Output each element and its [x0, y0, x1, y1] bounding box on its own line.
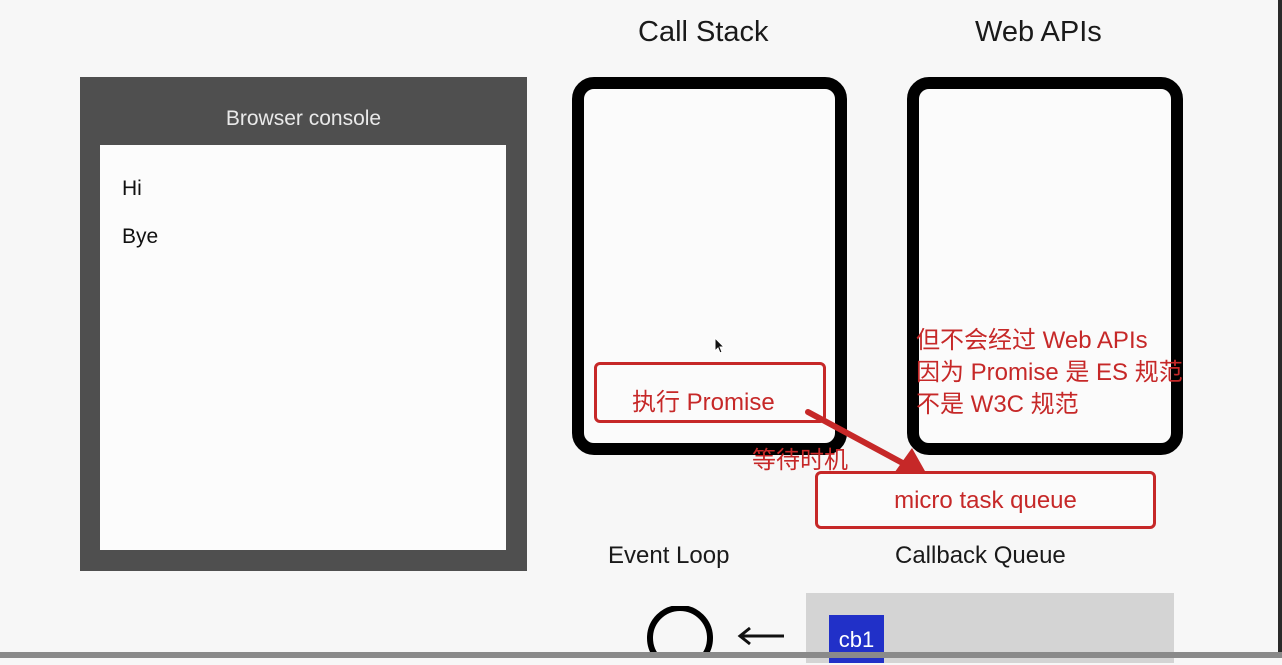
wait-label: 等待时机	[752, 447, 848, 474]
window-frame-edge	[1278, 0, 1282, 658]
execute-promise-box: 执行 Promise	[594, 362, 826, 423]
browser-console-title: Browser console	[225, 107, 382, 130]
annotation-note: 但不会经过 Web APIs 因为 Promise 是 ES 规范 不是 W3C…	[916, 325, 1183, 421]
call-stack-title: Call Stack	[638, 16, 769, 48]
event-loop-cycle-icon	[647, 606, 713, 658]
web-apis-panel	[907, 77, 1183, 455]
web-apis-title: Web APIs	[975, 16, 1102, 48]
micro-task-queue-box: micro task queue	[815, 471, 1156, 529]
mouse-cursor-icon	[714, 337, 726, 354]
annotation-note-line: 但不会经过 Web APIs	[916, 327, 1148, 354]
annotation-note-line: 不是 W3C 规范	[916, 391, 1079, 418]
left-arrow-icon	[737, 626, 784, 646]
event-loop-label: Event Loop	[608, 542, 730, 569]
browser-console-output: Hi Bye	[100, 145, 506, 550]
execute-promise-label: 执行 Promise	[632, 389, 775, 416]
micro-task-queue-label: micro task queue	[894, 487, 1077, 514]
console-line: Hi	[122, 177, 142, 200]
annotation-note-line: 因为 Promise 是 ES 规范	[916, 359, 1183, 386]
callback-queue-label: Callback Queue	[895, 542, 1066, 569]
console-line: Bye	[122, 225, 159, 248]
video-progress-bar[interactable]	[0, 652, 1282, 658]
browser-console-panel: Browser console Hi Bye	[80, 77, 527, 571]
